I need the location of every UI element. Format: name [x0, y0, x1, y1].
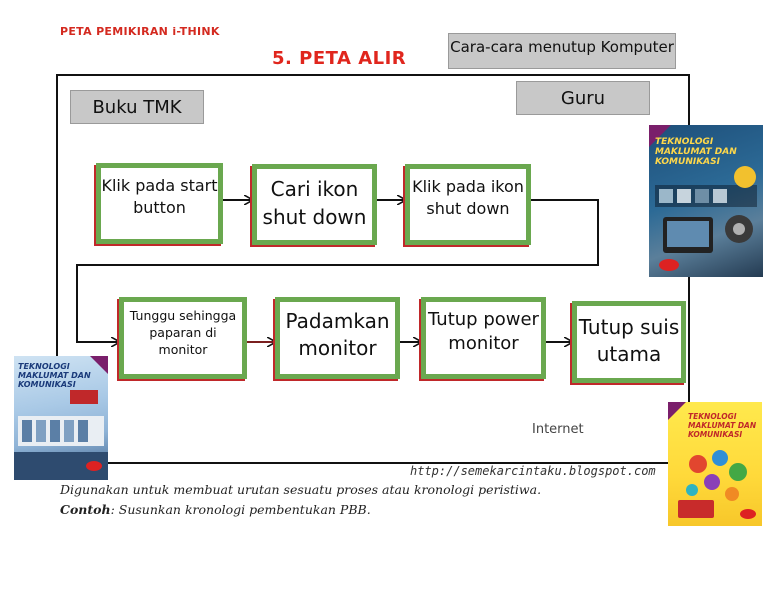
example-label: Contoh	[60, 502, 111, 517]
footer-example: Contoh: Susunkan kronologi pembentukan P…	[60, 502, 371, 517]
textbook-cover-yellow: TEKNOLOGI MAKLUMAT DAN KOMUNIKASI	[668, 402, 762, 526]
flow-step-7: Tutup suis utama	[572, 301, 686, 383]
textbook-cover-form4: TEKNOLOGI MAKLUMAT DAN KOMUNIKASI	[649, 125, 763, 277]
flow-step-4: Tunggu sehingga paparan di monitor	[119, 297, 247, 379]
flow-step-6: Tutup power monitor	[421, 297, 546, 379]
cover-title-form4: TEKNOLOGI MAKLUMAT DAN KOMUNIKASI	[655, 137, 745, 167]
flow-step-2: Cari ikon shut down	[252, 164, 377, 245]
source-url: http://semekarcintaku.blogspot.com	[410, 464, 668, 478]
textbook-cover-left: TEKNOLOGI MAKLUMAT DAN KOMUNIKASI	[14, 356, 108, 480]
example-text: : Susunkan kronologi pembentukan PBB.	[111, 502, 371, 517]
cover-title-yellow: TEKNOLOGI MAKLUMAT DAN KOMUNIKASI	[688, 412, 758, 439]
cover-title-left: TEKNOLOGI MAKLUMAT DAN KOMUNIKASI	[18, 362, 98, 389]
internet-label: Internet	[532, 422, 584, 437]
flow-step-5: Padamkan monitor	[275, 297, 400, 379]
flow-step-1: Klik pada start button	[96, 163, 223, 244]
footer-description: Digunakan untuk membuat urutan sesuatu p…	[60, 482, 541, 497]
flow-step-3: Klik pada ikon shut down	[405, 164, 531, 245]
